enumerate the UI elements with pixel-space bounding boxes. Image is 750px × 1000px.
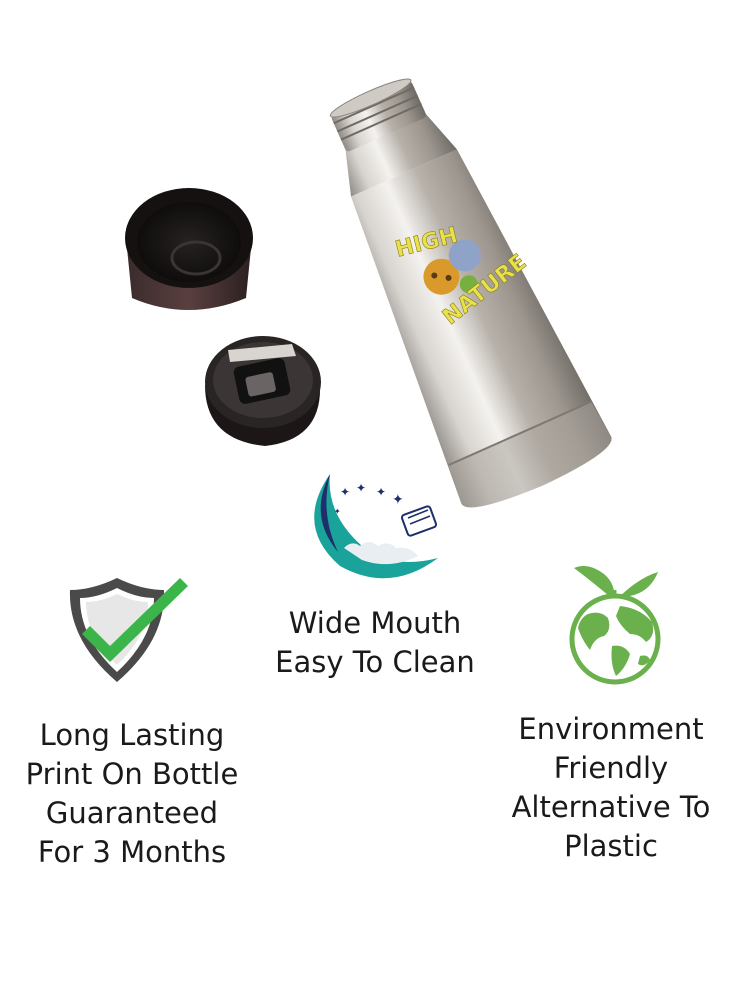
caption-line: Friendly (553, 751, 669, 785)
svg-text:✦: ✦ (334, 507, 341, 516)
flip-cap (205, 336, 321, 446)
caption-line: Long Lasting (39, 718, 225, 752)
caption-line: Wide Mouth (288, 606, 462, 640)
svg-text:✦: ✦ (376, 485, 386, 499)
moon-clean-icon: ✦ ✦ ✦ ✦ ✦ (314, 474, 438, 579)
cup-lid (125, 188, 253, 310)
shield-check-icon (69, 578, 188, 682)
svg-text:✦: ✦ (392, 492, 404, 508)
steel-bottle: HIGH NATURE (329, 78, 612, 508)
caption-line: Easy To Clean (275, 645, 475, 679)
caption-environment: Environment Friendly Alternative To Plas… (500, 710, 722, 866)
caption-line: Print On Bottle (25, 757, 239, 791)
caption-wide-mouth: Wide Mouth Easy To Clean (264, 604, 486, 682)
product-photo: HIGH NATURE (125, 78, 612, 508)
eco-globe-icon (569, 566, 661, 685)
caption-line: For 3 Months (37, 835, 227, 869)
caption-line: Guaranteed (45, 796, 219, 830)
caption-line: Alternative To (511, 790, 711, 824)
caption-line: Plastic (564, 829, 658, 863)
caption-line: Environment (518, 712, 704, 746)
svg-text:✦: ✦ (340, 485, 350, 499)
caption-long-lasting: Long Lasting Print On Bottle Guaranteed … (22, 716, 242, 872)
svg-text:✦: ✦ (356, 481, 366, 495)
